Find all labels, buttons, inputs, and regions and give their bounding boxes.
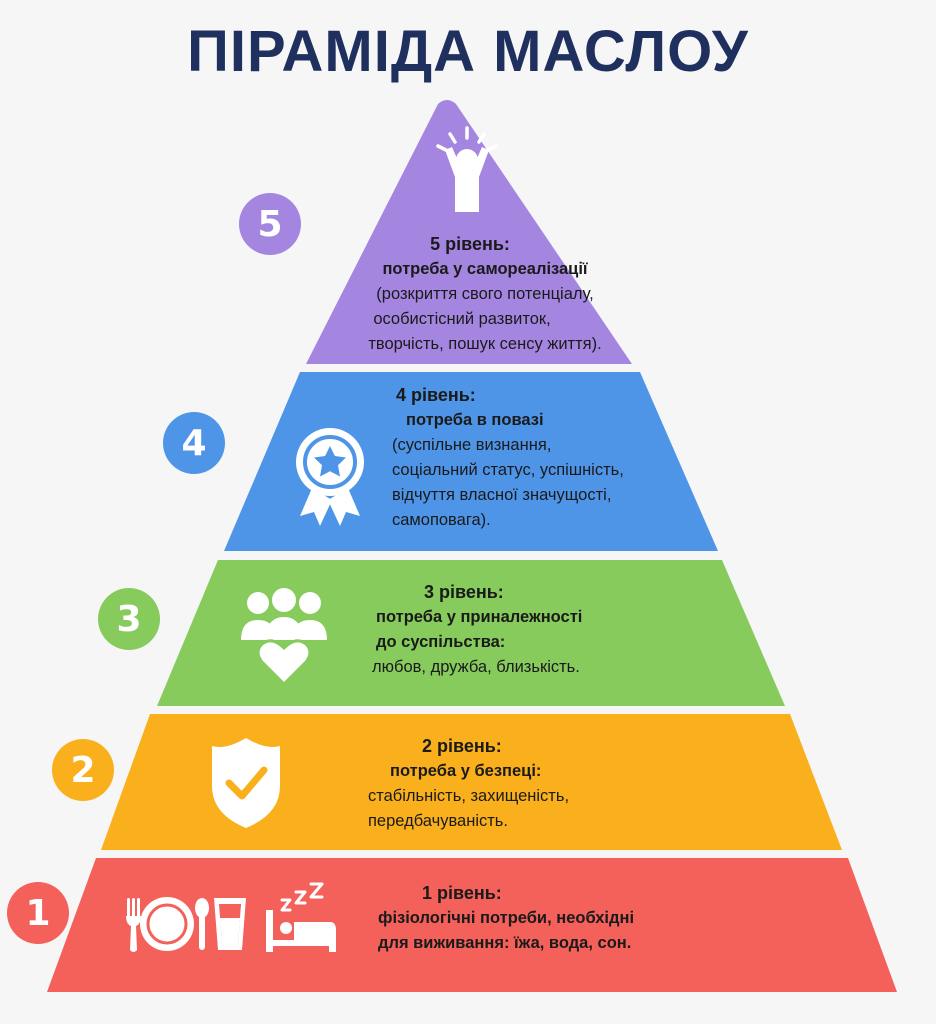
- group-heart-icon: [241, 588, 327, 687]
- level-5-line-1: (розкриття свого потенціалу,: [376, 285, 594, 303]
- level-4-heading: 4 рівень:: [396, 385, 476, 405]
- level-3-badge: 3: [98, 588, 160, 650]
- glass-icon: [214, 898, 246, 950]
- sleep-zzz-icon: [280, 882, 324, 912]
- level-1-tier: [47, 858, 897, 992]
- level-1-badge: 1: [7, 882, 69, 944]
- level-4-line-2: соціальний статус, успішність,: [392, 461, 624, 479]
- level-3-line-2: любов, дружба, близькість.: [372, 658, 580, 676]
- level-1-line-2: для виживання: їжа, вода, сон.: [378, 934, 632, 952]
- level-4-badge: 4: [163, 412, 225, 474]
- level-5-heading: 5 рівень:: [430, 234, 510, 254]
- level-5-tier: [306, 100, 632, 364]
- level-3-text: 3 рівень: потреба у приналежності до сус…: [372, 580, 652, 680]
- level-5-subheading: потреба у самореалізації: [382, 260, 588, 278]
- level-1-text: 1 рівень: фізіологічні потреби, необхідн…: [378, 881, 678, 956]
- award-ribbon-icon: [296, 428, 364, 526]
- level-4-line-4: самоповага).: [392, 511, 491, 529]
- level-1-heading: 1 рівень:: [422, 883, 502, 903]
- shield-check-icon: [212, 738, 280, 828]
- level-4-line-1: (суспільне визнання,: [392, 436, 552, 454]
- level-1-line-1: фізіологічні потреби, необхідні: [378, 909, 635, 927]
- level-5-line-2: особистісний развиток,: [373, 310, 551, 328]
- bed-icon: [266, 910, 336, 952]
- level-2-line-1: стабільність, захищеність,: [368, 787, 570, 805]
- person-celebrating-icon: [436, 126, 498, 212]
- level-5-line-3: творчість, пошук сенсу життя).: [368, 335, 602, 353]
- level-3-subheading: потреба у приналежності: [376, 608, 583, 626]
- level-2-subheading: потреба у безпеці:: [390, 762, 542, 780]
- plate-icon: [140, 897, 194, 951]
- fork-icon: [126, 898, 141, 952]
- level-2-heading: 2 рівень:: [422, 736, 502, 756]
- level-4-text: 4 рівень: потреба в повазі (суспільне ви…: [392, 383, 682, 533]
- level-5-badge: 5: [239, 193, 301, 255]
- spoon-icon: [195, 898, 209, 950]
- page-title: ПІРАМІДА МАСЛОУ: [187, 19, 749, 84]
- level-2-line-2: передбачуваність.: [368, 812, 508, 830]
- level-3-heading: 3 рівень:: [424, 582, 504, 602]
- level-2-tier: [101, 714, 842, 850]
- level-2-badge: 2: [52, 739, 114, 801]
- level-2-text: 2 рівень: потреба у безпеці: стабільніст…: [368, 734, 648, 834]
- level-4-subheading: потреба в повазі: [406, 411, 544, 429]
- level-5-text: 5 рівень: потреба у самореалізації (розк…: [340, 232, 630, 357]
- level-3-line-1: до суспільства:: [376, 633, 506, 651]
- level-4-line-3: відчуття власної значущості,: [392, 486, 612, 504]
